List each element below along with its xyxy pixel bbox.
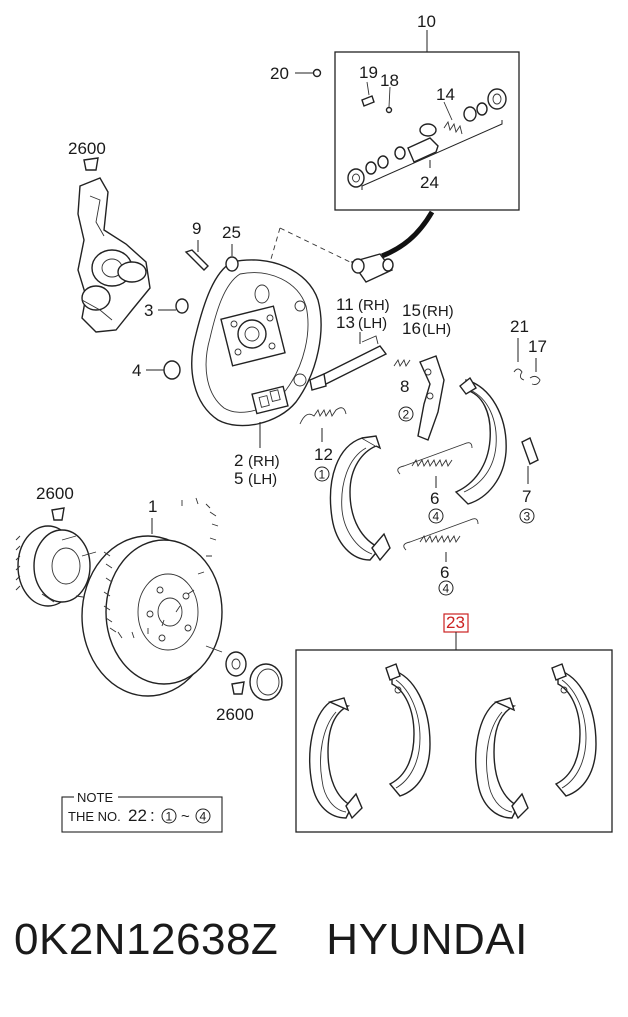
- note-to: 4: [200, 810, 207, 824]
- callout-6-upper: 6: [430, 489, 439, 508]
- callout-16: 16: [402, 319, 421, 338]
- callout-7: 7: [522, 487, 531, 506]
- strut: 15 (RH) 16 (LH): [402, 301, 454, 441]
- callout-25: 25: [222, 223, 241, 242]
- hardware-21-17-7: 21 17 7 3: [510, 317, 547, 524]
- note-number: 22: [128, 806, 147, 825]
- circled-7: 3: [524, 510, 531, 524]
- part-footer: 0K2N12638Z HYUNDAI: [14, 905, 624, 975]
- callout-14: 14: [436, 85, 455, 104]
- callout-2: 2: [234, 451, 243, 470]
- callout-2600-bottom: 2600: [216, 705, 254, 724]
- plug-4: 4: [132, 360, 181, 380]
- callout-2-side: (RH): [248, 453, 280, 470]
- brake-shoe-right: [454, 376, 507, 505]
- spring-8: 8 2: [393, 358, 414, 422]
- brake-shoe-kit-box: 23: [295, 613, 613, 833]
- callout-1: 1: [148, 497, 157, 516]
- callout-18: 18: [380, 71, 399, 90]
- spring-6-lower: 6 4: [403, 518, 479, 596]
- callout-15: 15: [402, 301, 421, 320]
- part-number: 0K2N12638Z: [14, 915, 279, 964]
- knuckle: 2600: [68, 139, 151, 333]
- callout-8: 8: [400, 377, 409, 396]
- callout-23: 23: [446, 613, 465, 632]
- circled-8: 2: [403, 408, 410, 422]
- adjuster-lever: 11 (RH) 13 (LH): [309, 295, 390, 391]
- callout-12: 12: [314, 445, 333, 464]
- note-title: NOTE: [77, 790, 113, 805]
- circled-6-upper: 4: [433, 510, 440, 524]
- note-prefix: THE NO.: [68, 809, 121, 824]
- callout-4: 4: [132, 361, 141, 380]
- callout-11-side: (RH): [358, 297, 390, 314]
- brand-name: HYUNDAI: [326, 915, 528, 964]
- spring-6-upper: 6 4: [397, 442, 473, 524]
- circled-6-lower: 4: [443, 582, 450, 596]
- brake-drum: 1: [81, 497, 223, 697]
- wheel-cylinder: [350, 253, 394, 283]
- callout-5: 5: [234, 469, 243, 488]
- callout-19: 19: [359, 63, 378, 82]
- callout-21: 21: [510, 317, 529, 336]
- callout-2600-mid: 2600: [36, 484, 74, 503]
- plug-3: 3: [144, 298, 189, 320]
- callout-20: 20: [270, 64, 289, 83]
- brake-parts-diagram: 10 19 18 14 24 20: [15, 12, 613, 833]
- note-from: 1: [166, 810, 173, 824]
- callout-5-side: (LH): [248, 471, 277, 488]
- callout-13: 13: [336, 313, 355, 332]
- callout-11: 11: [336, 295, 354, 314]
- bolt-9: 9: [184, 219, 209, 271]
- callout-3: 3: [144, 301, 153, 320]
- assembly-arrow: [381, 210, 435, 259]
- callout-6-lower: 6: [440, 563, 449, 582]
- circled-12: 1: [319, 468, 326, 482]
- callout-2600-top: 2600: [68, 139, 106, 158]
- callout-17: 17: [528, 337, 547, 356]
- callout-24: 24: [420, 173, 439, 192]
- callout-9: 9: [192, 219, 201, 238]
- callout-10: 10: [417, 12, 436, 31]
- wheel-cylinder-kit-box: 10 19 18 14 24 20: [270, 12, 520, 211]
- hub-nut-cap: 2600: [216, 651, 283, 724]
- callout-16-side: (LH): [422, 321, 451, 338]
- spring-12: 12 1: [299, 407, 347, 482]
- callout-13-side: (LH): [358, 315, 387, 332]
- nut-25: 25: [222, 223, 241, 272]
- brake-shoe-left: [329, 435, 391, 562]
- backing-plate: 2 (RH) 5 (LH): [191, 227, 351, 488]
- note-colon: :: [150, 806, 155, 825]
- callout-15-side: (RH): [422, 303, 454, 320]
- note-tilde: ~: [181, 808, 190, 825]
- wheel-hub: 2600: [15, 484, 97, 607]
- note-box: NOTE THE NO. 22 : 1 ~ 4: [61, 790, 223, 833]
